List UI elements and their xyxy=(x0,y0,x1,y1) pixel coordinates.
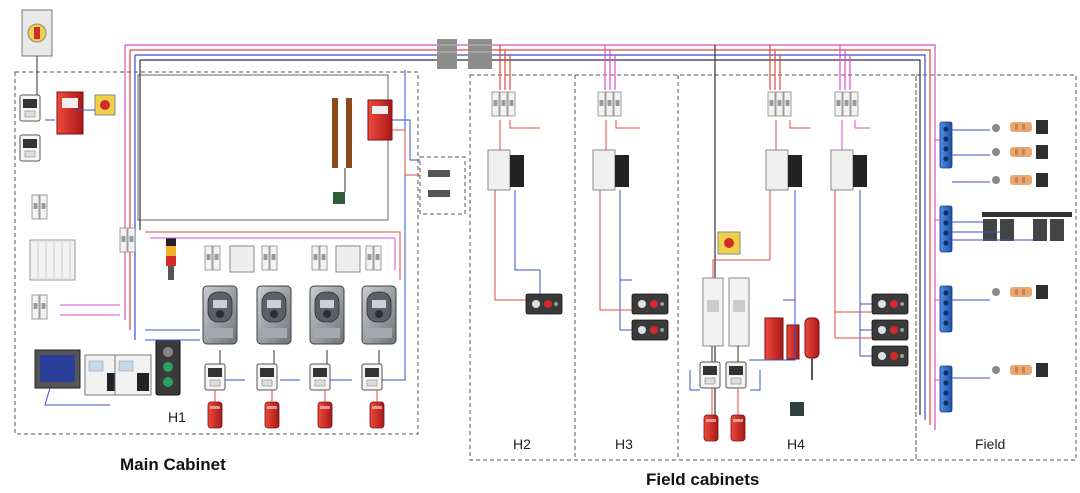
drive-2 xyxy=(256,285,292,345)
field-area xyxy=(935,120,1072,413)
emergency-stop xyxy=(94,94,116,116)
inner-panel-outline xyxy=(137,74,389,221)
field-io-block-3 xyxy=(939,285,953,333)
label-h2: H2 xyxy=(513,436,531,452)
h4-safety-relay xyxy=(764,317,800,361)
terminal-block xyxy=(29,239,76,281)
operator-pushbutton-box xyxy=(155,339,181,396)
motor-contactor-1 xyxy=(204,363,226,391)
h4-pushbutton-box-2 xyxy=(871,319,909,341)
h4-contactor-2 xyxy=(725,361,747,389)
label-field: Field xyxy=(975,436,1006,452)
contactor-k1 xyxy=(19,94,41,122)
motor-4 xyxy=(369,401,385,429)
field-sensor-1 xyxy=(1010,120,1048,134)
safety-relay-2 xyxy=(367,99,393,141)
motor-1 xyxy=(207,401,223,429)
field-cabinet-h4 xyxy=(689,45,909,442)
hmi-panel xyxy=(34,349,110,406)
h2-pushbutton-box xyxy=(525,293,563,315)
h4-motor-2 xyxy=(730,414,746,442)
h4-remote-io xyxy=(765,149,802,191)
plc-io-module xyxy=(114,354,152,396)
label-h1: H1 xyxy=(168,409,186,425)
h3-pushbutton-box-2 xyxy=(631,319,669,341)
bus-wires xyxy=(124,44,936,440)
field-cabinet-h2 xyxy=(487,91,563,315)
field-actuator-heads xyxy=(992,124,1000,374)
linear-position-sensors xyxy=(332,98,352,204)
motor-contactor-3 xyxy=(309,363,331,391)
h4-sensor xyxy=(790,402,804,416)
motor-3 xyxy=(317,401,333,429)
h2-remote-io xyxy=(487,149,524,191)
field-cabinet-h3 xyxy=(592,91,669,341)
h4-second-io xyxy=(830,149,867,191)
h3-pushbutton-box-1 xyxy=(631,293,669,315)
label-h4: H4 xyxy=(787,436,805,452)
motor-2 xyxy=(264,401,280,429)
drive-3 xyxy=(309,285,345,345)
field-outline xyxy=(915,74,1077,461)
field-io-block-4 xyxy=(939,365,953,413)
drive-1 xyxy=(202,285,238,345)
junction-box xyxy=(428,170,450,197)
field-cabinets-outline xyxy=(469,74,917,461)
h4-safety-modules xyxy=(702,277,750,347)
field-sensor-3 xyxy=(1010,173,1048,187)
h4-pushbutton-box-1 xyxy=(871,293,909,315)
field-valve-terminals xyxy=(982,212,1072,241)
drive-4 xyxy=(361,285,397,345)
field-io-block-1 xyxy=(939,121,953,169)
h4-contactor-1 xyxy=(699,361,721,389)
field-sensor-4 xyxy=(1010,285,1048,299)
safety-relay xyxy=(56,91,84,135)
main-cabinet-outline xyxy=(14,71,419,435)
h4-light-curtain xyxy=(804,317,820,380)
label-h3: H3 xyxy=(615,436,633,452)
contactor-k2 xyxy=(19,134,41,162)
cable-conduit xyxy=(437,39,492,69)
h4-motor-1 xyxy=(703,414,719,442)
cabinet-outlines xyxy=(14,71,1077,461)
stack-light xyxy=(166,238,176,280)
junction-box-outline xyxy=(419,156,466,215)
title-field-cabinets: Field cabinets xyxy=(646,470,760,489)
field-sensor-5 xyxy=(1010,363,1048,377)
drive-breakers xyxy=(204,245,382,273)
main-disconnect-switch xyxy=(21,9,53,95)
field-io-block-2 xyxy=(939,205,953,253)
title-main-cabinet: Main Cabinet xyxy=(120,455,226,474)
h3-remote-io xyxy=(592,149,629,191)
main-cabinet xyxy=(19,9,450,429)
motor-contactor-4 xyxy=(361,363,383,391)
h4-emergency-stop xyxy=(717,231,741,255)
h4-pushbutton-box-3 xyxy=(871,345,909,367)
field-sensor-2 xyxy=(1010,145,1048,159)
motor-contactor-2 xyxy=(256,363,278,391)
